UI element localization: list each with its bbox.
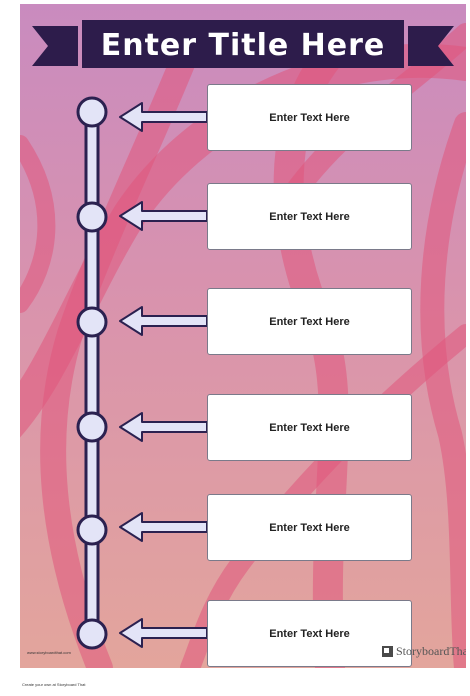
- storyboard-logo-icon: [382, 646, 393, 657]
- brand-logo: StoryboardThat: [382, 644, 466, 659]
- site-url: www.storyboardthat.com: [27, 650, 71, 655]
- entry-text-box[interactable]: Enter Text Here: [207, 183, 412, 250]
- entry-text-box[interactable]: Enter Text Here: [207, 394, 412, 461]
- timeline-node: [76, 96, 108, 128]
- timeline-node: [76, 514, 108, 546]
- arrow-left-icon: [119, 618, 208, 648]
- entry-text-box[interactable]: Enter Text Here: [207, 288, 412, 355]
- entry-text-box[interactable]: Enter Text Here: [207, 84, 412, 151]
- arrow-left-icon: [119, 512, 208, 542]
- arrow-left-icon: [119, 306, 208, 336]
- entry-text-box[interactable]: Enter Text Here: [207, 494, 412, 561]
- timeline-node: [76, 201, 108, 233]
- brand-name: StoryboardThat: [396, 644, 466, 658]
- timeline-node: [76, 618, 108, 650]
- arrow-left-icon: [119, 412, 208, 442]
- entry-text-box[interactable]: Enter Text Here: [207, 600, 412, 667]
- poster: Enter Title Here Enter Text Here Enter T…: [20, 4, 466, 668]
- timeline-node: [76, 411, 108, 443]
- arrow-left-icon: [119, 201, 208, 231]
- arrow-left-icon: [119, 102, 208, 132]
- footer-note: Create your own at Storyboard That: [22, 682, 86, 687]
- title-banner: [32, 20, 454, 68]
- poster-title[interactable]: Enter Title Here: [100, 27, 386, 63]
- timeline-node: [76, 306, 108, 338]
